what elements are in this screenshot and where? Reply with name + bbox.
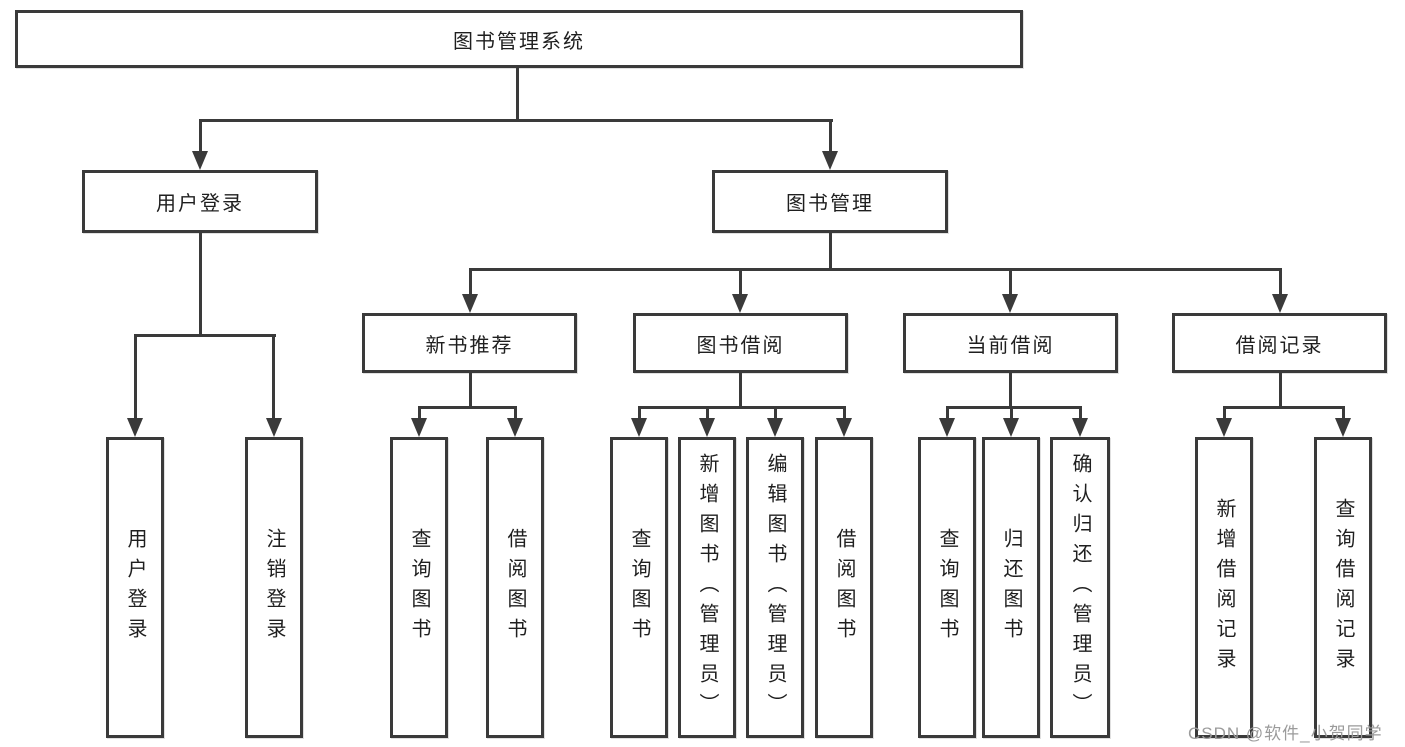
arrow-down-icon [192,151,208,170]
node-new-book-recommend: 新书推荐 [362,313,577,373]
arrow-down-icon [699,418,715,437]
connector-line [1223,406,1226,420]
leaf-add-borrow-record-label: 新增借阅记录 [1213,497,1235,678]
connector-line [1010,406,1013,420]
connector-line [774,406,777,420]
connector-line [469,268,472,296]
leaf-edit-books-admin: 编辑图书（管理员） [746,437,804,738]
node-book-management-label: 图书管理 [786,193,874,215]
connector-line [134,334,276,337]
leaf-logout: 注销登录 [245,437,303,738]
leaf-logout-label: 注销登录 [263,527,285,648]
leaf-newbook-borrow-books: 借阅图书 [486,437,544,738]
leaf-newbook-query-books-label: 查询图书 [408,527,430,648]
connector-line [516,67,519,122]
connector-line [1009,268,1012,296]
connector-line [739,373,742,408]
leaf-user-login: 用户登录 [106,437,164,738]
connector-line [1342,406,1345,420]
leaf-add-borrow-record: 新增借阅记录 [1195,437,1253,738]
arrow-down-icon [1335,418,1351,437]
node-new-book-recommend-label: 新书推荐 [425,334,514,357]
connector-line [1223,406,1345,409]
connector-line [1079,406,1082,420]
connector-line [1279,268,1282,296]
node-user-login: 用户登录 [82,170,318,233]
node-user-login-label: 用户登录 [156,193,244,215]
connector-line [469,268,1282,271]
arrow-down-icon [266,418,282,437]
arrow-down-icon [836,418,852,437]
node-book-borrowing-label: 图书借阅 [696,334,785,357]
connector-line [843,406,846,420]
leaf-return-books: 归还图书 [982,437,1040,738]
leaf-query-borrow-record: 查询借阅记录 [1314,437,1372,738]
connector-line [199,119,833,122]
connector-line [706,406,709,420]
connector-line [829,119,832,153]
arrow-down-icon [1002,294,1018,313]
connector-line [418,406,421,420]
arrow-down-icon [127,418,143,437]
leaf-current-query-books-label: 查询图书 [936,527,958,648]
leaf-borrowing-query-books: 查询图书 [610,437,668,738]
leaf-confirm-return-admin: 确认归还（管理员） [1050,437,1110,738]
leaf-return-books-label: 归还图书 [1000,527,1022,648]
leaf-add-books-admin-label: 新增图书（管理员） [696,452,718,723]
connector-line [199,233,202,336]
node-root-label: 图书管理系统 [453,30,585,53]
arrow-down-icon [462,294,478,313]
leaf-borrowing-borrow-books: 借阅图书 [815,437,873,738]
arrow-down-icon [767,418,783,437]
leaf-add-books-admin: 新增图书（管理员） [678,437,736,738]
node-book-borrowing: 图书借阅 [633,313,848,373]
arrow-down-icon [939,418,955,437]
connector-line [134,334,137,419]
leaf-edit-books-admin-label: 编辑图书（管理员） [764,452,786,723]
node-root: 图书管理系统 [15,10,1023,68]
arrow-down-icon [822,151,838,170]
connector-line [829,233,832,270]
csdn-watermark: CSDN @软件_小贺同学 [1188,724,1383,743]
connector-line [946,406,1082,409]
leaf-user-login-label: 用户登录 [124,527,146,648]
connector-line [1279,373,1282,408]
arrow-down-icon [1272,294,1288,313]
leaf-current-query-books: 查询图书 [918,437,976,738]
arrow-down-icon [1216,418,1232,437]
connector-line [638,406,846,409]
connector-line [418,406,517,409]
leaf-newbook-borrow-books-label: 借阅图书 [504,527,526,648]
arrow-down-icon [411,418,427,437]
connector-line [199,119,202,153]
connector-line [739,268,742,296]
node-borrowing-records-label: 借阅记录 [1235,334,1324,357]
arrow-down-icon [732,294,748,313]
connector-line [514,406,517,420]
arrow-down-icon [1072,418,1088,437]
arrow-down-icon [631,418,647,437]
arrow-down-icon [1003,418,1019,437]
leaf-query-borrow-record-label: 查询借阅记录 [1332,497,1354,678]
connector-line [272,334,275,419]
arrow-down-icon [507,418,523,437]
leaf-borrowing-borrow-books-label: 借阅图书 [833,527,855,648]
node-current-borrowing-label: 当前借阅 [966,334,1055,357]
leaf-borrowing-query-books-label: 查询图书 [628,527,650,648]
connector-line [946,406,949,420]
node-borrowing-records: 借阅记录 [1172,313,1387,373]
connector-line [638,406,641,420]
leaf-newbook-query-books: 查询图书 [390,437,448,738]
node-current-borrowing: 当前借阅 [903,313,1118,373]
node-book-management: 图书管理 [712,170,948,233]
connector-line [469,373,472,408]
leaf-confirm-return-admin-label: 确认归还（管理员） [1069,452,1091,723]
connector-line [1009,373,1012,408]
